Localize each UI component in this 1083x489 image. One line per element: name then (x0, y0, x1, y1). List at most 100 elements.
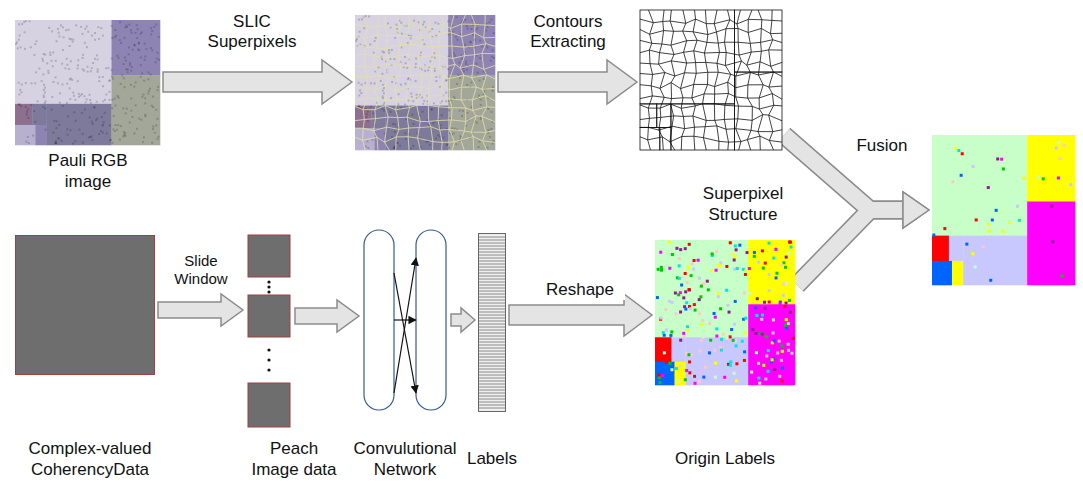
speckle (479, 57, 481, 59)
speckle (1050, 205, 1053, 208)
speckle (453, 52, 455, 54)
label-stripe (479, 324, 505, 325)
speckle (1063, 144, 1066, 147)
label-stripe (479, 393, 505, 394)
patch-square (248, 383, 290, 427)
speckle (156, 58, 158, 60)
speckle (669, 334, 672, 337)
speckle (422, 23, 424, 25)
speckle (726, 304, 729, 307)
label-stripe (479, 318, 505, 319)
speckle (719, 307, 722, 310)
speckle (89, 136, 91, 138)
speckle (779, 302, 782, 305)
speckle (52, 132, 54, 134)
speckle (111, 69, 113, 71)
edge-label: Contours Extracting (513, 12, 623, 53)
speckle (152, 125, 154, 127)
speckle (776, 351, 779, 354)
label-stripe (479, 276, 505, 277)
speckle (490, 111, 492, 113)
speckle (82, 33, 84, 35)
speckle (375, 37, 377, 39)
speckle (441, 100, 443, 102)
speckle (961, 152, 964, 155)
speckle (359, 89, 361, 91)
speckle (668, 267, 671, 270)
speckle (20, 46, 22, 48)
label-stripe (479, 348, 505, 349)
speckle (101, 116, 103, 118)
flow-arrow (797, 210, 903, 285)
speckle (136, 37, 138, 39)
node-caption: Complex-valued CoherencyData (18, 438, 162, 481)
speckle (155, 23, 157, 25)
speckle (52, 51, 54, 53)
label-stripe (479, 243, 505, 244)
speckle (688, 288, 691, 291)
speckle (46, 62, 48, 64)
speckle (415, 66, 417, 68)
speckle (98, 80, 100, 82)
speckle (114, 130, 116, 132)
superpixel-contour (373, 15, 379, 150)
flow-arrow (498, 60, 637, 104)
speckle (714, 362, 717, 365)
speckle (723, 376, 726, 379)
speckle (492, 86, 494, 88)
speckle (448, 147, 450, 149)
speckle (111, 99, 113, 101)
speckle (126, 108, 128, 110)
speckle (717, 292, 720, 295)
speckle (788, 241, 791, 244)
speckle (82, 57, 84, 59)
speckle (82, 68, 84, 70)
label-stripe (479, 273, 505, 274)
label-stripe (479, 249, 505, 250)
speckle (678, 257, 681, 260)
connector-head-layer (158, 60, 929, 336)
speckle (1057, 177, 1060, 180)
speckle (55, 127, 57, 129)
speckle (133, 132, 135, 134)
speckle (77, 64, 79, 66)
label-stripe (479, 261, 505, 262)
speckle (111, 37, 113, 39)
speckle (93, 106, 95, 108)
speckle (440, 124, 442, 126)
speckle (775, 276, 778, 279)
speckle (423, 100, 425, 102)
speckle (784, 266, 787, 269)
superpixel-contour (681, 10, 687, 150)
speckle (773, 256, 776, 259)
caption-group: Labels (460, 448, 524, 469)
flow-arrow (903, 192, 929, 228)
speckle (147, 78, 149, 80)
speckle (157, 86, 159, 88)
speckle (693, 259, 696, 262)
layer-pill (416, 230, 446, 410)
superpixel-contour (438, 15, 444, 150)
speckle (656, 348, 659, 351)
speckle (684, 308, 687, 311)
speckle (711, 252, 714, 255)
speckle (447, 20, 449, 22)
speckle (704, 366, 707, 369)
ellipsis-dot (267, 368, 270, 371)
speckle (760, 318, 763, 321)
superpixel-contour (714, 10, 719, 150)
speckle (975, 218, 978, 221)
superpixel-contour (395, 15, 401, 150)
speckle (708, 322, 711, 325)
label-stripe (479, 387, 505, 388)
speckle (87, 66, 89, 68)
speckle (735, 344, 738, 347)
label-stripe (479, 306, 505, 307)
speckle (768, 273, 771, 276)
speckle (728, 311, 731, 314)
illustration (15, 20, 160, 145)
speckle (92, 123, 94, 125)
speckle (378, 66, 380, 68)
speckle (74, 99, 76, 101)
superpixel-contour (363, 15, 369, 150)
